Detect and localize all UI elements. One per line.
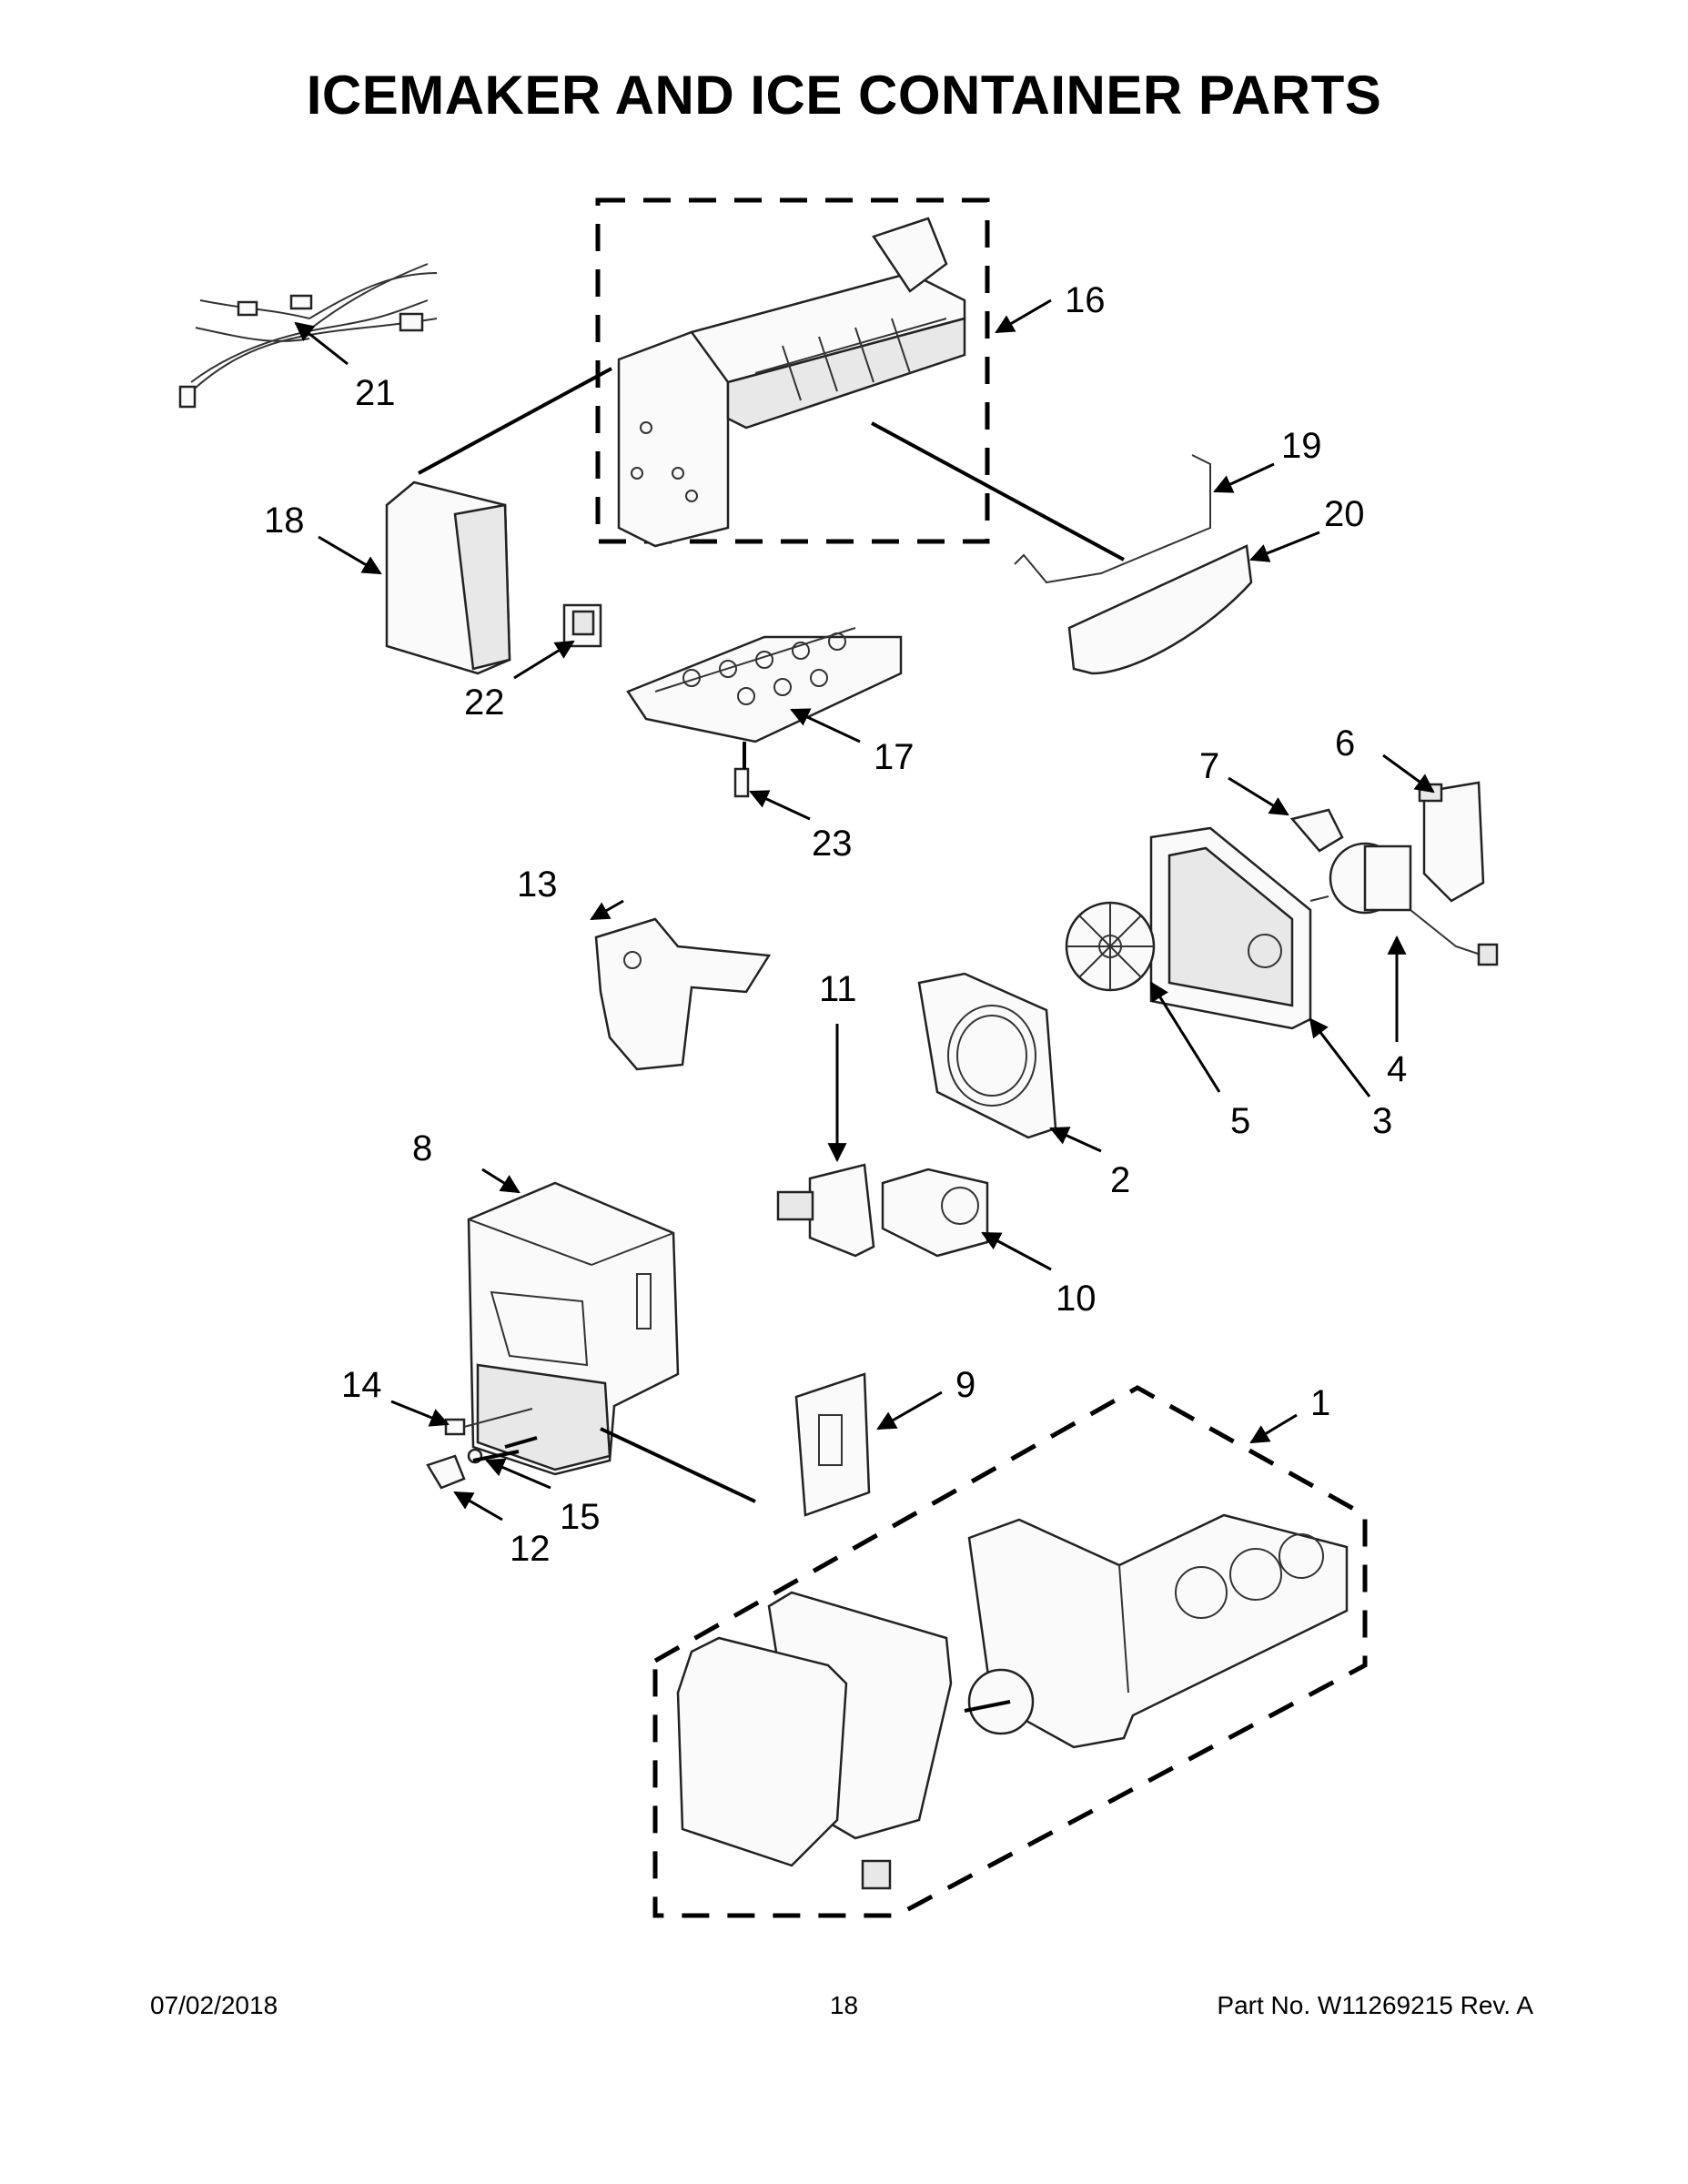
- callout-5: 5: [1230, 1101, 1250, 1141]
- callout-23: 23: [812, 824, 853, 864]
- fan-blade-part-5: [1065, 901, 1156, 992]
- fan-housing-part-3: [1149, 826, 1312, 1030]
- nut-part-12: [426, 1454, 466, 1490]
- callout-6: 6: [1335, 723, 1355, 763]
- callout-14: 14: [341, 1365, 382, 1405]
- callout-arrows: [294, 298, 1435, 1522]
- callout-11: 11: [819, 969, 857, 1009]
- switch-part-22: [562, 603, 602, 648]
- chute-door-part-13: [594, 917, 772, 1071]
- callout-13: 13: [517, 864, 558, 905]
- shutoff-arm-part-19: [1014, 454, 1211, 584]
- callout-numbers: 16 21 18 19 20 22 17 23 7 6 4 3 5 2 13 1…: [264, 280, 1407, 1569]
- ice-chute-housing-part-8: [467, 1181, 680, 1476]
- icemaker-assembly-part-16: [595, 197, 990, 548]
- cover-part-18: [385, 480, 511, 675]
- callout-20: 20: [1324, 494, 1365, 534]
- screw-part-14: [444, 1408, 533, 1436]
- icemaker-base-part-17: [626, 627, 903, 743]
- page-title: ICEMAKER AND ICE CONTAINER PARTS: [306, 65, 1382, 126]
- connector-lines: [418, 367, 1125, 1713]
- callout-21: 21: [355, 373, 396, 413]
- callout-18: 18: [264, 500, 305, 541]
- callout-19: 19: [1281, 426, 1322, 466]
- callout-4: 4: [1387, 1049, 1407, 1089]
- trim-part-9: [794, 1372, 871, 1517]
- footer-page-number: 18: [829, 1991, 859, 2019]
- callout-8: 8: [412, 1128, 432, 1168]
- callout-2: 2: [1110, 1160, 1130, 1200]
- callout-22: 22: [464, 682, 505, 723]
- wire-harness-part-21: [178, 263, 438, 409]
- callout-7: 7: [1199, 746, 1219, 786]
- flapper-part-20: [1067, 544, 1253, 675]
- screw-part-23: [733, 767, 750, 798]
- callout-10: 10: [1056, 1279, 1097, 1319]
- ice-container-assembly-part-1: [652, 1385, 1368, 1918]
- fan-motor-part-4: [1309, 842, 1499, 966]
- callout-17: 17: [874, 737, 915, 777]
- footer-part-number: Part No. W11269215 Rev. A: [1217, 1991, 1533, 2019]
- callout-1: 1: [1310, 1383, 1330, 1423]
- callout-12: 12: [510, 1529, 551, 1569]
- callout-15: 15: [560, 1497, 601, 1537]
- gear-motor-part-10: [881, 1168, 989, 1258]
- footer-date: 07/02/2018: [150, 1991, 278, 2019]
- callout-3: 3: [1372, 1101, 1392, 1141]
- callout-16: 16: [1065, 280, 1106, 320]
- clip-part-7: [1289, 808, 1344, 853]
- callout-9: 9: [955, 1365, 975, 1405]
- dispenser-switch-part-11: [776, 1163, 875, 1258]
- bracket-part-6: [1418, 781, 1485, 903]
- shroud-part-2: [917, 972, 1057, 1139]
